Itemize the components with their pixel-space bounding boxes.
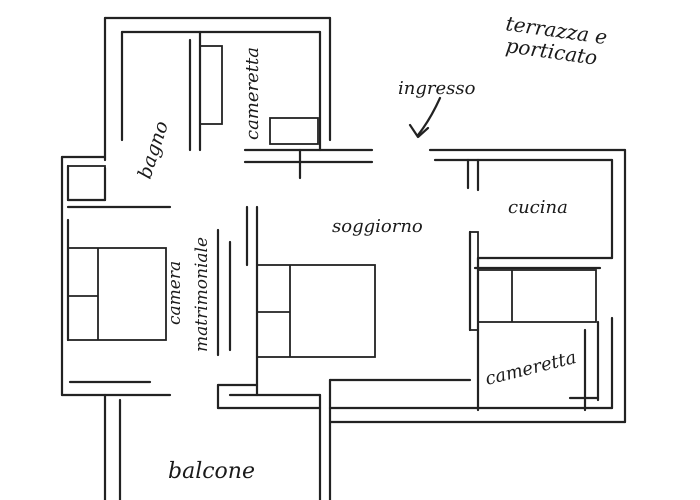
label-camera: camera	[165, 261, 185, 325]
label-ingresso: ingresso	[398, 78, 476, 99]
label-cucina: cucina	[508, 197, 568, 218]
label-bagno: bagno	[134, 118, 173, 181]
walls	[60, 16, 627, 500]
label-cameretta-top: cameretta	[242, 47, 263, 140]
label-soggiorno: soggiorno	[332, 216, 423, 237]
entrance-arrow-icon	[408, 96, 442, 139]
label-matrimoniale: matrimoniale	[192, 237, 212, 352]
label-balcone: balcone	[168, 459, 255, 484]
label-cameretta-right: cameretta	[483, 347, 578, 390]
furniture	[67, 45, 597, 358]
